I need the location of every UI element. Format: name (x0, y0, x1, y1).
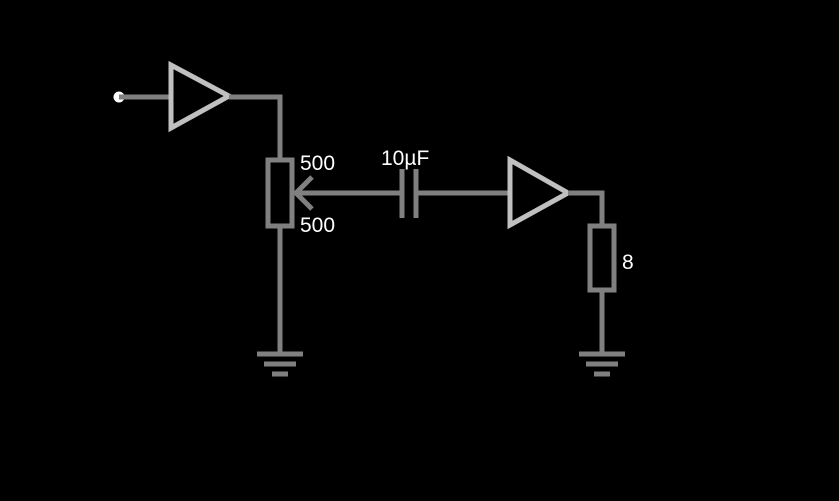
coupling-capacitor[interactable] (399, 169, 419, 218)
capacitor-value-label: 10µF (381, 147, 429, 170)
pot-bottom-value-label: 500 (300, 214, 335, 237)
load-resistor[interactable] (587, 223, 617, 293)
potentiometer[interactable] (265, 157, 295, 229)
amplifier-output-wire (568, 190, 605, 226)
ground-symbol-right (579, 351, 625, 377)
input-buffer-amplifier[interactable] (168, 60, 235, 133)
load-resistor-value-label: 8 (622, 251, 634, 274)
output-amplifier[interactable] (507, 155, 574, 230)
buffer-output-wire (229, 94, 283, 160)
ground-symbol-left (257, 351, 303, 377)
pot-top-value-label: 500 (300, 152, 335, 175)
